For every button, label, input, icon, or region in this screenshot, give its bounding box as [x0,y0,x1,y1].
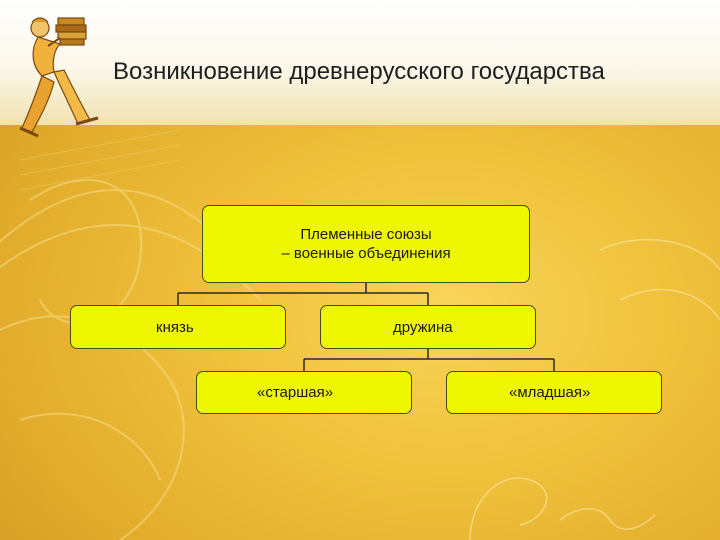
decorative-script-stroke [559,508,656,530]
node-druzhina-label: дружина [393,318,453,336]
decorative-grid-line [19,159,181,191]
decorative-script-stroke [469,477,548,540]
decorative-swirl [0,315,185,540]
node-junior-label: «младшая» [509,384,591,401]
header-band [0,0,720,125]
decorative-swirl [19,412,161,481]
book-carrier-figure-icon [19,17,99,138]
node-tribal-unions: Племенные союзы – военные объединения [202,205,530,283]
slide-title: Возникновение древнерусского государства [113,58,605,85]
decorative-script-stroke [619,288,720,321]
node-junior-druzhina: «младшая» [446,371,662,414]
node-druzhina: дружина [320,305,536,349]
node-tribal-unions-line1: Племенные союзы [300,226,432,243]
node-knyaz: князь [70,305,286,349]
node-senior-druzhina: «старшая» [196,371,412,414]
decorative-grid-line [19,129,181,161]
node-knyaz-label: князь [156,318,194,336]
node-senior-label: «старшая» [257,384,334,401]
decorative-script-stroke [599,238,720,271]
decorative-grid-line [19,144,181,176]
node-tribal-unions-line2: – военные объединения [281,245,451,262]
